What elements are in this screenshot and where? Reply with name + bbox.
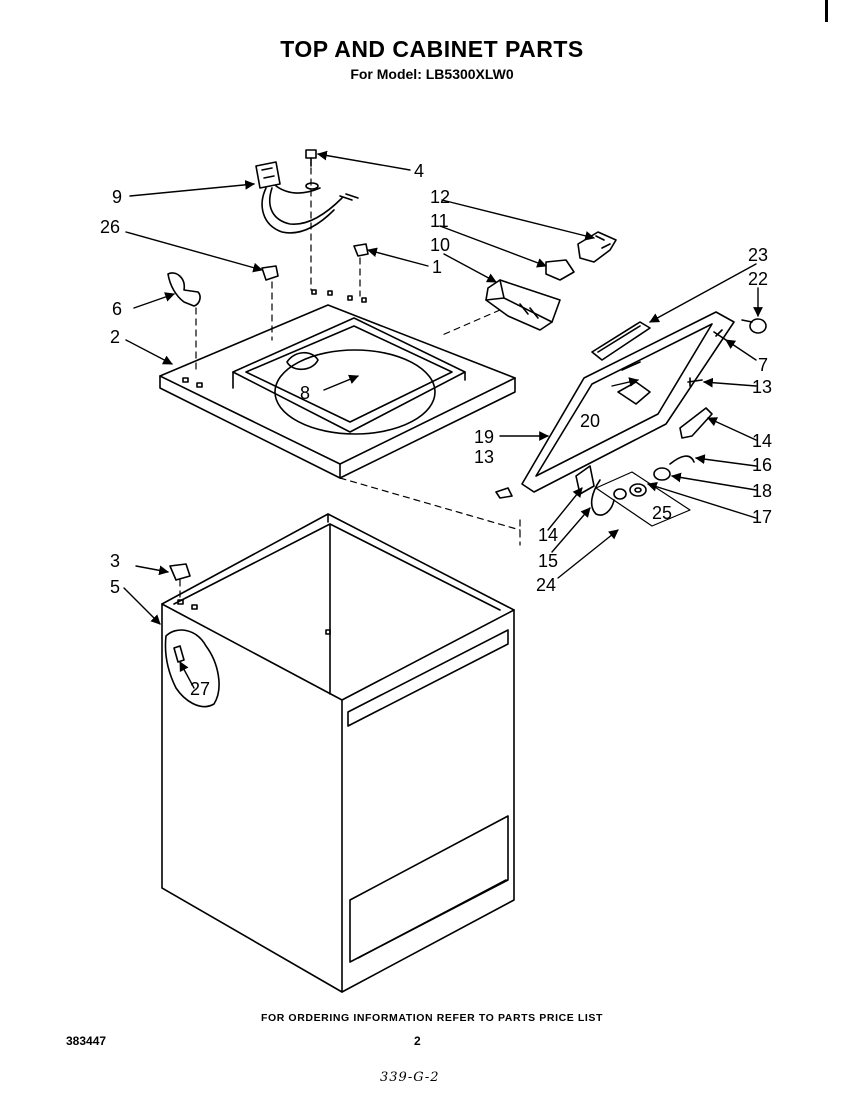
page-number: 2 (414, 1034, 421, 1048)
callout-9: 9 (112, 187, 123, 207)
ordering-note: FOR ORDERING INFORMATION REFER TO PARTS … (260, 1012, 604, 1024)
callout-23: 23 (748, 245, 769, 265)
bracket-part-6 (168, 273, 200, 306)
callout-14-lower: 14 (538, 525, 559, 545)
callout-11: 11 (430, 211, 449, 231)
callout-6: 6 (112, 299, 123, 319)
callout-20: 20 (580, 411, 601, 431)
switch-housing-part-10 (486, 280, 560, 330)
callout-22: 22 (748, 269, 769, 289)
wire-harness-switch (256, 162, 358, 233)
top-panel (160, 290, 515, 478)
callout-3: 3 (110, 551, 121, 571)
hinge-parts-outline (596, 472, 690, 526)
scan-edge-mark (825, 0, 828, 22)
callout-17: 17 (752, 507, 773, 527)
screw-part-13b (496, 488, 512, 498)
callout-8: 8 (300, 383, 311, 403)
screw-part-7 (714, 330, 726, 340)
callout-12: 12 (430, 187, 451, 207)
lid-assembly-part-19 (522, 312, 734, 492)
callout-16: 16 (752, 455, 773, 475)
screw-part-4 (306, 150, 316, 166)
callout-1: 1 (432, 257, 443, 277)
callout-7: 7 (758, 355, 769, 375)
page-title: TOP AND CABINET PARTS (280, 36, 584, 62)
hinge-pin-parts (630, 456, 694, 496)
callout-15: 15 (538, 551, 559, 571)
callout-25: 25 (652, 503, 673, 523)
lower-hinge-parts (576, 466, 626, 515)
document-number: 383447 (66, 1034, 107, 1048)
hinge-part-14a (680, 408, 712, 438)
callout-13-right: 13 (752, 377, 773, 397)
callout-2: 2 (110, 327, 121, 347)
callout-4: 4 (414, 161, 425, 181)
clip-part-1 (354, 244, 368, 256)
callout-14-right: 14 (752, 431, 773, 451)
callout-18: 18 (752, 481, 773, 501)
leader-lines (124, 150, 763, 688)
callout-5: 5 (110, 577, 121, 597)
callout-27: 27 (190, 679, 211, 699)
callout-26: 26 (100, 217, 121, 237)
guide-lines (180, 168, 520, 600)
callout-19: 19 (474, 427, 495, 447)
cabinet-part-5 (162, 514, 514, 992)
bumper-part-22 (742, 319, 766, 333)
model-line: For Model: LB5300XLW0 (350, 66, 514, 82)
clip-part-26 (262, 266, 278, 280)
lid-switch-part-12 (578, 232, 616, 262)
callout-24: 24 (536, 575, 557, 595)
switch-part-11 (546, 260, 574, 280)
callout-13-left: 13 (474, 447, 495, 467)
handwritten-note: 339-G-2 (380, 1070, 440, 1085)
clip-part-3 (170, 564, 190, 580)
screw-part-13a (688, 378, 702, 386)
callout-10: 10 (430, 235, 451, 255)
